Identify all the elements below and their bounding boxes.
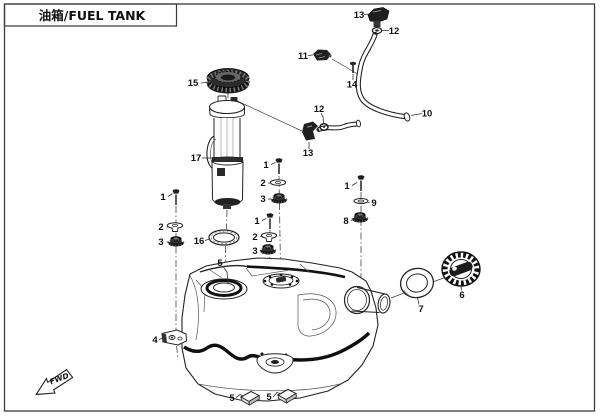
callout-6: 6 [459,290,464,301]
callout-11: 11 [298,51,309,62]
callout-2-a: 2 [260,178,265,189]
bolt-c [357,175,365,191]
hose-outlet-tube [316,119,362,132]
callout-5-top: 5 [217,258,223,269]
hose-clip [313,49,332,61]
washer-b [260,232,278,242]
callout-13-mid: 13 [303,148,314,159]
callout-13-top: 13 [354,10,365,21]
callout-4: 4 [152,335,158,346]
tank-trim-strip [183,331,371,362]
tank-pump-opening [200,278,248,300]
mounting-bracket [161,329,188,346]
callout-2-b: 2 [252,232,257,243]
washer-a [269,179,287,186]
callout-1-a: 1 [263,160,269,171]
leader-lines [158,13,462,398]
rubber-pad-right [276,388,298,404]
callout-7: 7 [418,304,423,315]
callout-12-mid: 12 [314,104,325,115]
hose-clamp-mid [319,123,329,131]
callout-5-bottom-right: 5 [266,392,272,403]
nut-a [270,193,288,204]
fuel-cap [441,251,481,287]
callout-10: 10 [422,109,433,120]
pump-lock-ring [205,68,251,94]
nut-c [351,212,369,223]
callout-1-left: 1 [160,192,166,203]
bolt-a [275,158,283,174]
callout-1-c: 1 [344,181,350,192]
tank-filler-neck [343,285,391,315]
diagram-frame [3,3,596,412]
callout-1-b: 1 [254,216,260,227]
washer-c [353,198,369,204]
callout-14: 14 [347,80,358,91]
fwd-direction-indicator: FWD [35,368,75,396]
callout-3-left: 3 [158,237,163,248]
nut-left [167,236,185,247]
fuel-pump-assembly [206,95,246,209]
bolt-b [266,213,274,229]
callout-2-left: 2 [158,222,163,233]
page-title: 油箱/FUEL TANK [39,8,147,23]
tank-sender-opening [262,273,300,289]
callout-3-b: 3 [252,246,257,257]
bolt-left [172,189,180,205]
tank-bottom-shield [256,352,294,374]
hose-elbow-connector [302,121,318,141]
callout-12-top: 12 [389,26,400,37]
callout-3-a: 3 [260,194,265,205]
callout-5-bottom-left: 5 [229,393,235,404]
nut-b [259,244,277,255]
callout-9: 9 [371,198,376,209]
fuel-tank-body [181,257,391,402]
filler-neck-seal [399,267,435,299]
pump-seal-oring [208,229,240,246]
clip-screw [349,61,357,73]
washer-left [166,222,184,232]
fwd-arrow-icon [35,368,74,396]
callout-16: 16 [194,236,205,247]
callout-17: 17 [191,153,202,164]
callout-8: 8 [343,216,348,227]
hose-connector-top [367,7,390,27]
fuel-hose [355,31,411,122]
callout-15: 15 [188,78,199,89]
rubber-pad-left [239,390,261,406]
callouts: 15 17 13 12 11 14 10 12 13 1 2 3 16 4 5 … [152,10,464,404]
title-box [3,3,178,27]
